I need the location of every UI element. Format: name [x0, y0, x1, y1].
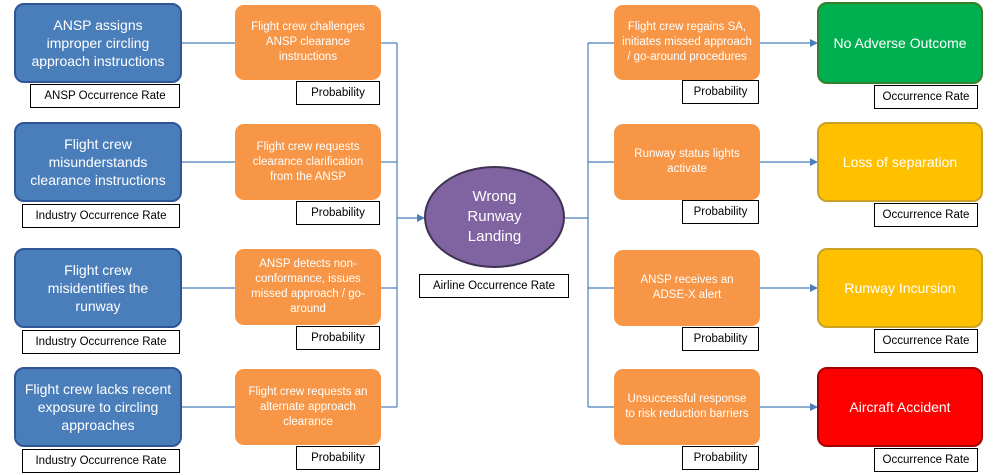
outcome-box-1: No Adverse Outcome: [817, 2, 983, 84]
outcome-box-4: Aircraft Accident: [817, 367, 983, 447]
cause-text-4: Flight crew lacks recent exposure to cir…: [24, 381, 172, 433]
left-barrier-probability-4: Probability: [296, 446, 380, 470]
outcome-rate-2: Occurrence Rate: [874, 203, 978, 227]
left-barrier-box-3: ANSP detects non-conformance, issues mis…: [235, 249, 381, 325]
cause-box-1: ANSP assigns improper circling approach …: [14, 3, 182, 83]
left-barrier-box-2: Flight crew requests clearance clarifica…: [235, 124, 381, 200]
left-barrier-text-2: Flight crew requests clearance clarifica…: [252, 140, 364, 183]
cause-rate-1: ANSP Occurrence Rate: [30, 84, 180, 108]
right-barrier-box-2: Runway status lights activate: [614, 124, 760, 200]
cause-text-2: Flight crew misunderstands clearance ins…: [30, 136, 166, 188]
cause-box-4: Flight crew lacks recent exposure to cir…: [14, 367, 182, 447]
cause-text-3: Flight crew misidentifies the runway: [47, 262, 149, 314]
right-barrier-probability-4: Probability: [682, 446, 759, 470]
cause-box-3: Flight crew misidentifies the runway: [14, 248, 182, 328]
outcome-box-3: Runway Incursion: [817, 248, 983, 328]
outcome-rate-3: Occurrence Rate: [874, 329, 978, 353]
left-barrier-probability-1: Probability: [296, 81, 380, 105]
left-barrier-text-1: Flight crew challenges ANSP clearance in…: [251, 21, 365, 63]
left-barrier-text-3: ANSP detects non-conformance, issues mis…: [251, 258, 365, 315]
right-barrier-box-1: Flight crew regains SA, initiates missed…: [614, 5, 760, 80]
outcome-rate-1: Occurrence Rate: [874, 85, 978, 109]
outcome-text-2: Loss of separation: [842, 154, 958, 170]
right-barrier-box-3: ANSP receives an ADSE-X alert: [614, 250, 760, 326]
central-event-circle: Wrong Runway Landing: [424, 166, 565, 268]
right-barrier-text-2: Runway status lights activate: [634, 148, 740, 175]
left-barrier-probability-2: Probability: [296, 201, 380, 225]
outcome-text-3: Runway Incursion: [844, 280, 956, 296]
outcome-text-1: No Adverse Outcome: [833, 35, 967, 51]
right-barrier-text-3: ANSP receives an ADSE-X alert: [640, 274, 734, 301]
outcome-box-2: Loss of separation: [817, 122, 983, 202]
left-barrier-probability-3: Probability: [296, 326, 380, 350]
right-barrier-probability-3: Probability: [682, 327, 759, 351]
right-barrier-probability-1: Probability: [682, 80, 759, 104]
cause-rate-3: Industry Occurrence Rate: [22, 330, 180, 354]
right-barrier-text-4: Unsuccessful response to risk reduction …: [625, 393, 749, 420]
left-barrier-box-1: Flight crew challenges ANSP clearance in…: [235, 5, 381, 80]
central-event-rate: Airline Occurrence Rate: [419, 274, 569, 298]
outcome-rate-4: Occurrence Rate: [874, 448, 978, 472]
central-event-text: Wrong Runway Landing: [467, 188, 522, 245]
cause-box-2: Flight crew misunderstands clearance ins…: [14, 122, 182, 202]
right-barrier-text-1: Flight crew regains SA, initiates missed…: [622, 21, 752, 63]
right-barrier-probability-2: Probability: [682, 200, 759, 224]
left-barrier-box-4: Flight crew requests an alternate approa…: [235, 369, 381, 445]
right-barrier-box-4: Unsuccessful response to risk reduction …: [614, 369, 760, 445]
cause-text-1: ANSP assigns improper circling approach …: [31, 17, 165, 69]
outcome-text-4: Aircraft Accident: [849, 399, 951, 415]
left-barrier-text-4: Flight crew requests an alternate approa…: [248, 385, 368, 428]
cause-rate-4: Industry Occurrence Rate: [22, 449, 180, 473]
cause-rate-2: Industry Occurrence Rate: [22, 204, 180, 228]
